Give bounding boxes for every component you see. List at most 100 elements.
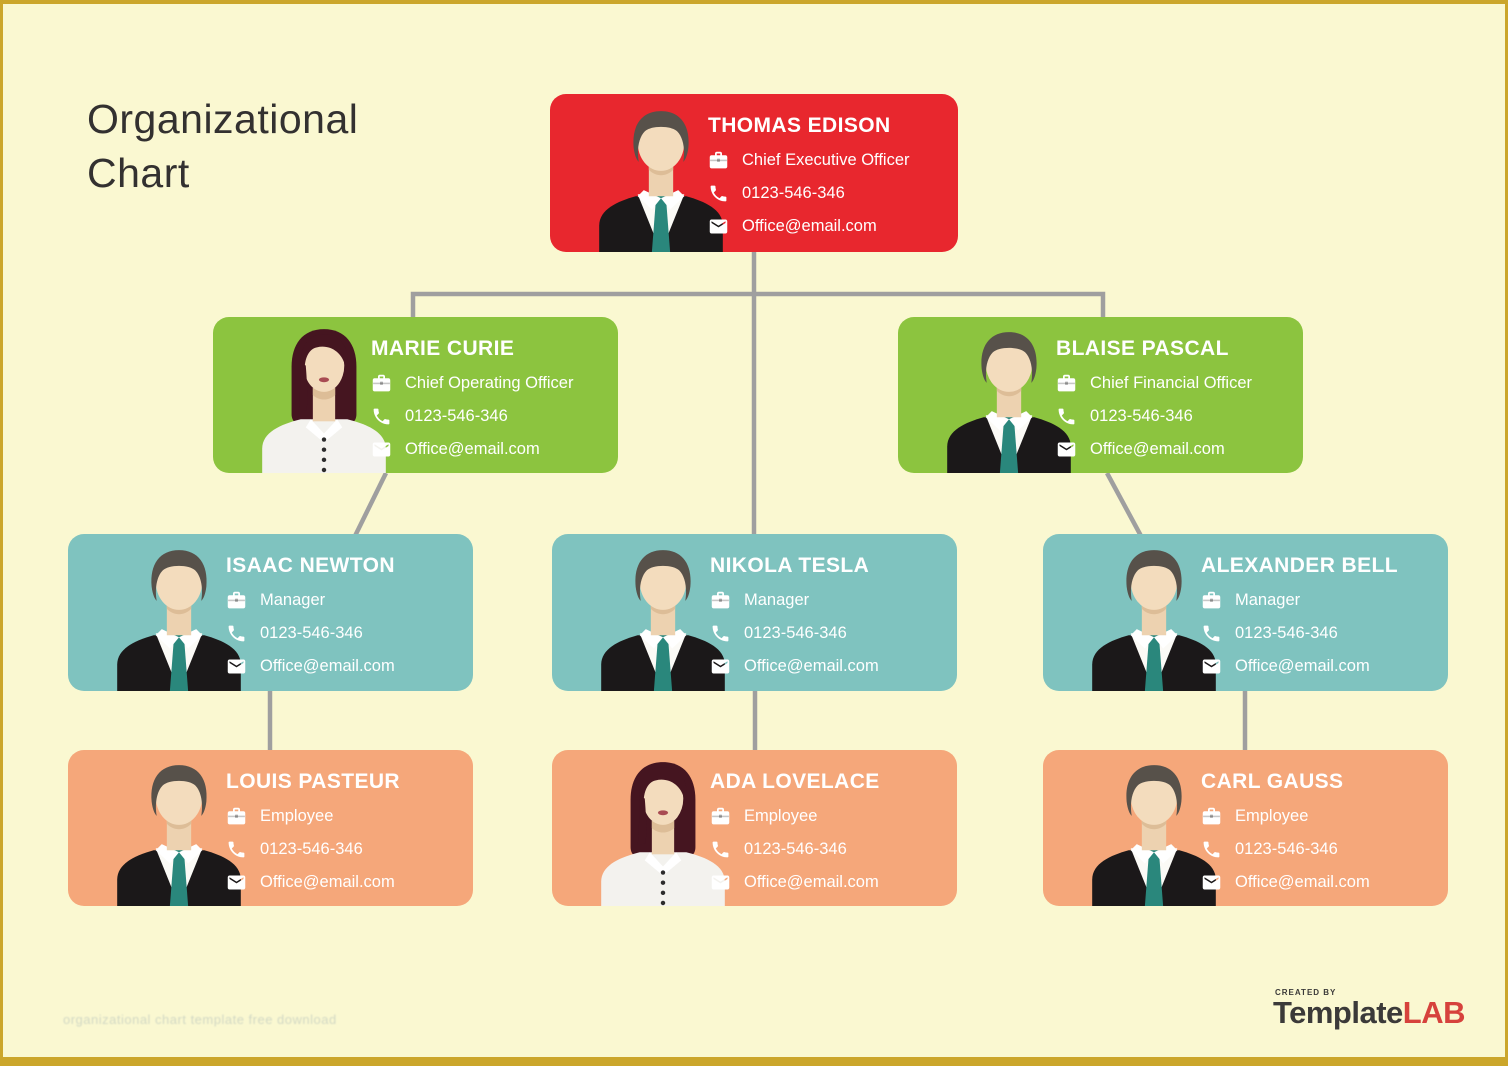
role-row: Manager — [710, 590, 947, 611]
phone-text: 0123-546-346 — [260, 624, 363, 642]
phone-text: 0123-546-346 — [260, 840, 363, 858]
card-info: ALEXANDER BELL Manager 0123-546-346 Offi… — [1201, 554, 1438, 689]
person-name: BLAISE PASCAL — [1056, 337, 1229, 360]
org-card-thomas-edison: THOMAS EDISON Chief Executive Officer 01… — [550, 94, 958, 252]
phone-row: 0123-546-346 — [1201, 623, 1438, 644]
email-row: Office@email.com — [226, 656, 463, 677]
card-info: MARIE CURIE Chief Operating Officer 0123… — [371, 337, 608, 472]
role-text: Chief Financial Officer — [1090, 374, 1253, 392]
briefcase-icon — [1201, 590, 1222, 611]
role-row: Chief Financial Officer — [1056, 373, 1293, 394]
phone-row: 0123-546-346 — [710, 623, 947, 644]
briefcase-icon — [1201, 806, 1222, 827]
email-text: Office@email.com — [1235, 657, 1370, 675]
org-card-marie-curie: MARIE CURIE Chief Operating Officer 0123… — [213, 317, 618, 473]
brand-wordmark: TemplateLAB — [1272, 995, 1466, 1030]
phone-icon — [1056, 406, 1077, 427]
connector-lines — [267, 252, 1248, 752]
card-info: NIKOLA TESLA Manager 0123-546-346 Office… — [710, 554, 947, 689]
person-name: LOUIS PASTEUR — [226, 770, 400, 793]
briefcase-icon — [710, 590, 731, 611]
email-text: Office@email.com — [1235, 873, 1370, 891]
person-name: NIKOLA TESLA — [710, 554, 870, 577]
card-info: ISAAC NEWTON Manager 0123-546-346 Office… — [226, 554, 463, 689]
org-card-ada-lovelace: ADA LOVELACE Employee 0123-546-346 Offic… — [552, 750, 957, 906]
person-name: THOMAS EDISON — [708, 114, 891, 137]
email-text: Office@email.com — [405, 440, 540, 458]
email-text: Office@email.com — [744, 873, 879, 891]
role-text: Employee — [744, 807, 818, 825]
phone-text: 0123-546-346 — [744, 624, 847, 642]
created-by-label: CREATED BY — [1274, 988, 1337, 997]
phone-row: 0123-546-346 — [1056, 406, 1293, 427]
person-name: CARL GAUSS — [1201, 770, 1344, 793]
phone-icon — [710, 623, 731, 644]
phone-row: 0123-546-346 — [708, 183, 948, 204]
role-row: Chief Executive Officer — [708, 150, 948, 171]
templatelab-logo: CREATED BY TemplateLAB — [1272, 988, 1466, 1030]
page-watermark: organizational chart template free downl… — [63, 1012, 337, 1027]
mail-icon — [226, 872, 247, 893]
phone-row: 0123-546-346 — [710, 839, 947, 860]
email-row: Office@email.com — [371, 439, 608, 460]
briefcase-icon — [371, 373, 392, 394]
email-text: Office@email.com — [744, 657, 879, 675]
email-text: Office@email.com — [260, 873, 395, 891]
phone-icon — [226, 623, 247, 644]
person-name: ISAAC NEWTON — [226, 554, 395, 577]
org-card-blaise-pascal: BLAISE PASCAL Chief Financial Officer 01… — [898, 317, 1303, 473]
phone-row: 0123-546-346 — [226, 839, 463, 860]
phone-row: 0123-546-346 — [1201, 839, 1438, 860]
role-row: Manager — [226, 590, 463, 611]
phone-row: 0123-546-346 — [371, 406, 608, 427]
brand-primary: Template — [1272, 995, 1403, 1030]
email-text: Office@email.com — [260, 657, 395, 675]
phone-text: 0123-546-346 — [405, 407, 508, 425]
mail-icon — [1056, 439, 1077, 460]
email-row: Office@email.com — [1056, 439, 1293, 460]
mail-icon — [708, 216, 729, 237]
phone-text: 0123-546-346 — [1235, 840, 1338, 858]
person-name: MARIE CURIE — [371, 337, 515, 360]
briefcase-icon — [1056, 373, 1077, 394]
card-info: THOMAS EDISON Chief Executive Officer 01… — [708, 114, 948, 249]
role-text: Chief Operating Officer — [405, 374, 574, 392]
briefcase-icon — [226, 806, 247, 827]
role-row: Manager — [1201, 590, 1438, 611]
mail-icon — [710, 872, 731, 893]
briefcase-icon — [710, 806, 731, 827]
briefcase-icon — [708, 150, 729, 171]
org-card-louis-pasteur: LOUIS PASTEUR Employee 0123-546-346 Offi… — [68, 750, 473, 906]
phone-text: 0123-546-346 — [742, 184, 845, 202]
mail-icon — [710, 656, 731, 677]
phone-text: 0123-546-346 — [744, 840, 847, 858]
email-text: Office@email.com — [742, 217, 877, 235]
phone-icon — [1201, 839, 1222, 860]
mail-icon — [226, 656, 247, 677]
email-text: Office@email.com — [1090, 440, 1225, 458]
role-row: Employee — [710, 806, 947, 827]
org-card-nikola-tesla: NIKOLA TESLA Manager 0123-546-346 Office… — [552, 534, 957, 691]
email-row: Office@email.com — [710, 872, 947, 893]
mail-icon — [1201, 656, 1222, 677]
role-text: Manager — [260, 591, 326, 609]
mail-icon — [371, 439, 392, 460]
org-card-alexander-bell: ALEXANDER BELL Manager 0123-546-346 Offi… — [1043, 534, 1448, 691]
role-row: Employee — [226, 806, 463, 827]
phone-icon — [710, 839, 731, 860]
email-row: Office@email.com — [708, 216, 948, 237]
page-title-line1: Organizational — [87, 96, 359, 142]
email-row: Office@email.com — [1201, 872, 1438, 893]
phone-row: 0123-546-346 — [226, 623, 463, 644]
person-name: ADA LOVELACE — [710, 770, 880, 793]
page-title-line2: Chart — [87, 150, 190, 197]
org-card-carl-gauss: CARL GAUSS Employee 0123-546-346 Office@… — [1043, 750, 1448, 906]
phone-icon — [708, 183, 729, 204]
card-info: BLAISE PASCAL Chief Financial Officer 01… — [1056, 337, 1293, 472]
email-row: Office@email.com — [710, 656, 947, 677]
phone-text: 0123-546-346 — [1235, 624, 1338, 642]
brand-accent: LAB — [1402, 995, 1466, 1030]
card-info: LOUIS PASTEUR Employee 0123-546-346 Offi… — [226, 770, 463, 905]
phone-text: 0123-546-346 — [1090, 407, 1193, 425]
